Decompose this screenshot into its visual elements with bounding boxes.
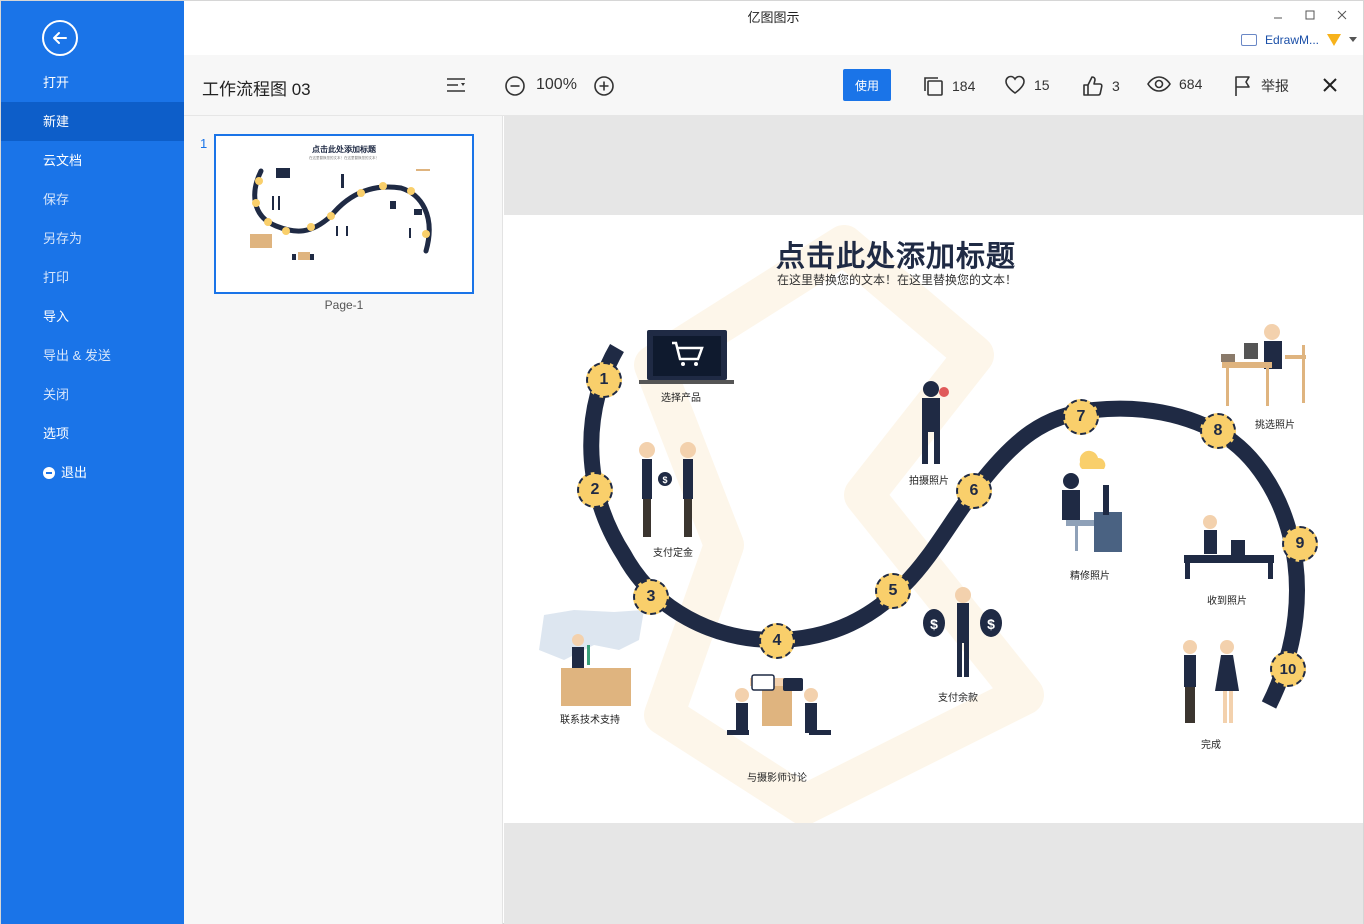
heart-icon bbox=[1005, 75, 1025, 94]
copy-count[interactable]: 184 bbox=[922, 75, 975, 97]
like-count[interactable]: 3 bbox=[1082, 75, 1120, 97]
file-sidebar: 打开 新建 云文档 保存 另存为 打印 导入 导出 & 发送 关闭 选项 退出 bbox=[1, 1, 184, 924]
svg-text:$: $ bbox=[662, 475, 667, 485]
choosing-photos-icon bbox=[1221, 324, 1306, 406]
step-marker-6: 6 bbox=[956, 473, 992, 509]
zoom-level: 100% bbox=[536, 76, 577, 93]
money-bags-icon: $ $ bbox=[923, 587, 1002, 677]
minimize-button[interactable] bbox=[1273, 7, 1283, 23]
menu-item-close[interactable]: 关闭 bbox=[43, 387, 70, 402]
zoom-out-button[interactable] bbox=[504, 75, 526, 102]
window-title: 亿图图示 bbox=[747, 10, 800, 25]
diagram-page: $ bbox=[504, 215, 1363, 823]
step-label-6: 拍摄照片 bbox=[909, 476, 949, 487]
user-area: EdrawM... bbox=[1240, 33, 1357, 47]
file-menu: 打开 新建 云文档 保存 另存为 打印 导入 导出 & 发送 关闭 选项 退出 bbox=[1, 63, 184, 492]
report-button[interactable]: 举报 bbox=[1233, 75, 1289, 97]
zoom-in-button[interactable] bbox=[593, 75, 615, 102]
menu-item-print[interactable]: 打印 bbox=[43, 270, 70, 285]
minus-circle-icon bbox=[505, 76, 525, 96]
people-paying-icon: $ bbox=[639, 442, 696, 537]
page-thumbnail[interactable]: 点击此处添加标题 在这里替换您的文本！在这里替换您的文本！ bbox=[214, 134, 474, 294]
step-marker-9: 9 bbox=[1282, 526, 1318, 562]
close-icon bbox=[1323, 78, 1337, 92]
maximize-icon bbox=[1305, 10, 1315, 20]
step-label-9: 收到照片 bbox=[1207, 596, 1247, 607]
menu-item-save[interactable]: 保存 bbox=[43, 192, 70, 207]
close-icon bbox=[1337, 10, 1347, 20]
close-window-button[interactable] bbox=[1337, 7, 1347, 23]
celebration-icon bbox=[1183, 640, 1239, 723]
view-count: 684 bbox=[1147, 75, 1202, 93]
step-label-2: 支付定金 bbox=[653, 548, 693, 559]
step-marker-4: 4 bbox=[759, 623, 795, 659]
photo-editing-icon bbox=[1062, 450, 1122, 552]
menu-item-new[interactable]: 新建 bbox=[1, 102, 184, 141]
maximize-button[interactable] bbox=[1305, 7, 1315, 23]
step-label-4: 与摄影师讨论 bbox=[747, 773, 807, 784]
svg-text:$: $ bbox=[930, 616, 938, 632]
close-preview-button[interactable] bbox=[1322, 77, 1338, 98]
tech-support-icon bbox=[539, 610, 644, 706]
page-index: 1 bbox=[200, 136, 208, 151]
step-marker-2: 2 bbox=[577, 472, 613, 508]
menu-item-exit[interactable]: 退出 bbox=[1, 453, 184, 492]
thumbnail-preview: 点击此处添加标题 在这里替换您的文本！在这里替换您的文本！ bbox=[238, 140, 450, 288]
preview-toolbar: 工作流程图 03 100% 使用 184 15 3 684 举 bbox=[184, 55, 1363, 116]
chevron-down-icon[interactable] bbox=[1349, 37, 1357, 43]
photographer-icon bbox=[922, 381, 949, 464]
vip-badge-icon bbox=[1327, 34, 1341, 46]
step-label-5: 支付余款 bbox=[938, 693, 978, 704]
diagram-subtitle[interactable]: 在这里替换您的文本！在这里替换您的文本！ bbox=[777, 273, 1018, 287]
arrow-left-icon bbox=[53, 32, 67, 44]
svg-text:$: $ bbox=[987, 616, 995, 632]
step-marker-10: 10 bbox=[1270, 651, 1306, 687]
list-menu-icon bbox=[447, 78, 465, 92]
page-label: Page-1 bbox=[324, 298, 364, 312]
meeting-icon bbox=[727, 674, 831, 735]
step-label-10: 完成 bbox=[1201, 740, 1221, 751]
svg-text:在这里替换您的文本！在这里替换您的文本！: 在这里替换您的文本！在这里替换您的文本！ bbox=[309, 155, 379, 160]
minimize-icon bbox=[1274, 17, 1282, 19]
eye-icon bbox=[1147, 76, 1171, 92]
favorite-count[interactable]: 15 bbox=[1004, 75, 1050, 95]
flag-icon bbox=[1235, 76, 1250, 96]
menu-item-cloud[interactable]: 云文档 bbox=[43, 153, 83, 168]
plus-circle-icon bbox=[594, 76, 614, 96]
step-label-1: 选择产品 bbox=[661, 393, 701, 404]
step-label-7: 精修照片 bbox=[1070, 571, 1110, 582]
exit-icon bbox=[43, 466, 55, 479]
menu-item-open[interactable]: 打开 bbox=[43, 75, 70, 90]
menu-item-options[interactable]: 选项 bbox=[43, 426, 70, 441]
user-name[interactable]: EdrawM... bbox=[1264, 33, 1319, 47]
step-marker-8: 8 bbox=[1200, 413, 1236, 449]
step-marker-7: 7 bbox=[1063, 399, 1099, 435]
diagram-title[interactable]: 点击此处添加标题 bbox=[776, 239, 1017, 273]
document-name: 工作流程图 03 bbox=[202, 80, 311, 99]
diagram-canvas: $ bbox=[539, 225, 1306, 823]
menu-item-export[interactable]: 导出 & 发送 bbox=[43, 348, 111, 363]
step-label-8: 挑选照片 bbox=[1255, 420, 1295, 431]
laptop-cart-icon bbox=[639, 330, 734, 384]
receiving-photos-icon bbox=[1184, 515, 1274, 579]
message-icon[interactable] bbox=[1240, 34, 1257, 46]
step-label-3: 联系技术支持 bbox=[560, 715, 620, 726]
canvas-area: $ bbox=[504, 116, 1363, 924]
back-button[interactable] bbox=[42, 20, 78, 56]
pages-panel: 1 点击此处添加标题 在这里替换您的文本！在这里替换您的文本！ bbox=[184, 116, 503, 924]
step-marker-3: 3 bbox=[633, 579, 669, 615]
watermark-logo bbox=[634, 225, 1044, 823]
menu-item-import[interactable]: 导入 bbox=[43, 309, 70, 324]
step-marker-1: 1 bbox=[586, 362, 622, 398]
thumbs-up-icon bbox=[1083, 76, 1103, 96]
title-bar: 亿图图示 EdrawM... bbox=[184, 1, 1363, 55]
menu-item-save-as[interactable]: 另存为 bbox=[43, 231, 83, 246]
copy-icon bbox=[924, 77, 943, 96]
svg-text:点击此处添加标题: 点击此处添加标题 bbox=[312, 144, 377, 154]
page-list-toggle[interactable] bbox=[446, 76, 466, 99]
use-template-button[interactable]: 使用 bbox=[843, 69, 891, 101]
step-marker-5: 5 bbox=[875, 573, 911, 609]
